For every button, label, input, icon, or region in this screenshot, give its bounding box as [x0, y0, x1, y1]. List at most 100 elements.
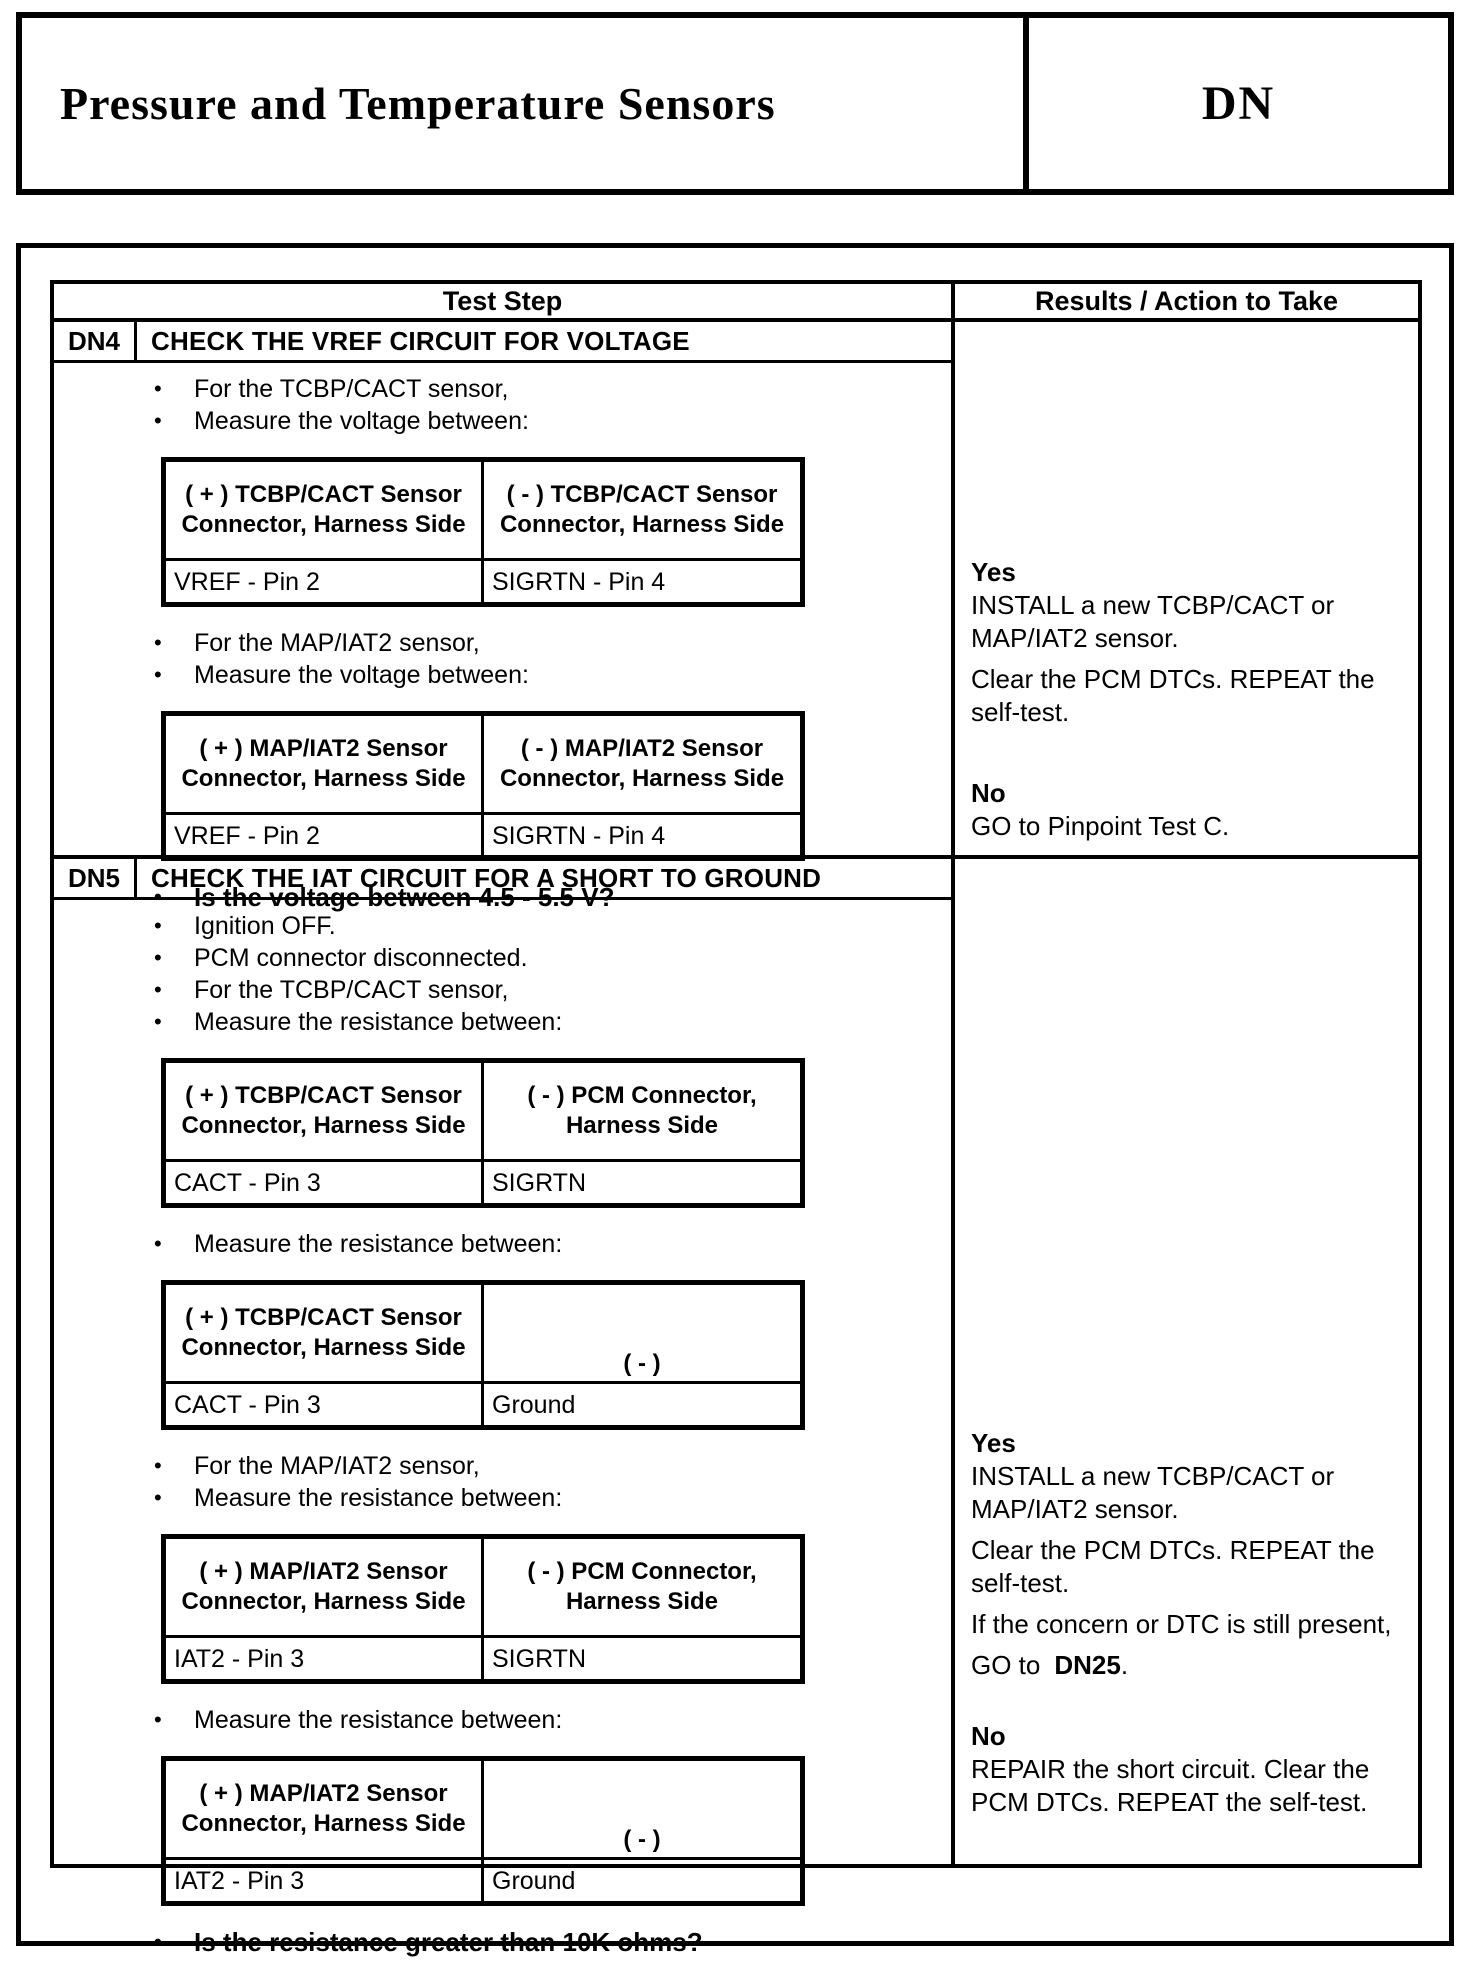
step-id-dn4: DN4 [54, 322, 137, 360]
measure-header-row: ( + ) MAP/IAT2 Sensor Connector, Harness… [166, 1539, 800, 1638]
measure-value-positive: VREF - Pin 2 [166, 815, 484, 856]
measure-value-negative: SIGRTN - Pin 4 [492, 567, 666, 596]
measure-table-dn5-2: ( + ) TCBP/CACT Sensor Connector, Harnes… [161, 1280, 805, 1430]
bullet-icon: • [154, 884, 162, 909]
measure-header-positive: ( + ) MAP/IAT2 Sensor Connector, Harness… [166, 716, 484, 812]
results-content-dn5: Yes INSTALL a new TCBP/CACT or MAP/IAT2 … [955, 859, 1418, 1819]
measure-value-negative: Ground [492, 1390, 576, 1419]
bullet-item: • Measure the resistance between: [154, 1482, 951, 1514]
bullet-text: Measure the resistance between: [194, 1008, 563, 1036]
results-cell-dn5: Yes INSTALL a new TCBP/CACT or MAP/IAT2 … [955, 859, 1418, 1864]
no-label: No [971, 778, 1006, 808]
measure-value-positive: IAT2 - Pin 3 [166, 1860, 484, 1901]
measure-header-negative: ( - ) TCBP/CACT Sensor Connector, Harnes… [499, 481, 785, 538]
bullet-icon: • [154, 376, 162, 401]
no-action: REPAIR the short circuit. Clear the PCM … [971, 1754, 1370, 1817]
bullet-text: Measure the resistance between: [194, 1230, 563, 1258]
no-label: No [971, 1721, 1006, 1751]
measure-header-negative: ( - ) PCM Connector, Harness Side [527, 1082, 757, 1139]
measure-value-row: IAT2 - Pin 3 Ground [166, 1860, 800, 1901]
measure-table-dn5-1: ( + ) TCBP/CACT Sensor Connector, Harnes… [161, 1058, 805, 1208]
measure-value-positive: CACT - Pin 3 [166, 1384, 484, 1425]
measure-value-negative: SIGRTN [492, 1168, 586, 1197]
yes-action: Clear the PCM DTCs. REPEAT the self-test… [971, 664, 1375, 727]
yes-action: INSTALL a new TCBP/CACT or MAP/IAT2 sens… [971, 590, 1335, 653]
step-row-dn5: DN5 CHECK THE IAT CIRCUIT FOR A SHORT TO… [54, 859, 1418, 1957]
bullet-item: • Measure the voltage between: [154, 659, 951, 691]
bullet-icon: • [154, 913, 162, 938]
measure-value-positive: VREF - Pin 2 [166, 561, 484, 602]
bullet-text: For the MAP/IAT2 sensor, [194, 1452, 480, 1480]
measure-header-row: ( + ) MAP/IAT2 Sensor Connector, Harness… [166, 1761, 800, 1860]
bullet-text: For the MAP/IAT2 sensor, [194, 629, 480, 657]
measure-header-row: ( + ) TCBP/CACT Sensor Connector, Harnes… [166, 1063, 800, 1162]
bullet-icon: • [154, 1485, 162, 1510]
bullet-item: • PCM connector disconnected. [154, 942, 951, 974]
yes-label: Yes [971, 557, 1016, 587]
question-text: Is the resistance greater than 10K ohms? [194, 1927, 703, 1957]
step-question-dn5: • Is the resistance greater than 10K ohm… [154, 1926, 951, 1958]
yes-label: Yes [971, 1428, 1016, 1458]
test-step-cell-dn5: DN5 CHECK THE IAT CIRCUIT FOR A SHORT TO… [54, 859, 955, 1957]
measure-header-row: ( + ) TCBP/CACT Sensor Connector, Harnes… [166, 1285, 800, 1384]
measure-header-negative: ( - ) MAP/IAT2 Sensor Connector, Harness… [499, 735, 785, 792]
test-step-cell-dn4: DN4 CHECK THE VREF CIRCUIT FOR VOLTAGE •… [54, 322, 955, 912]
bullet-text: Measure the resistance between: [194, 1706, 563, 1734]
page-code-cell: DN [1023, 18, 1448, 189]
measure-header-positive: ( + ) MAP/IAT2 Sensor Connector, Harness… [166, 1539, 484, 1635]
measure-value-negative: Ground [492, 1866, 576, 1895]
bullet-item: • For the MAP/IAT2 sensor, [154, 1450, 951, 1482]
step-row-dn4: DN4 CHECK THE VREF CIRCUIT FOR VOLTAGE •… [54, 322, 1418, 912]
yes-action: Clear the PCM DTCs. REPEAT the self-test… [971, 1535, 1375, 1598]
bullet-icon: • [154, 1929, 162, 1954]
step-heading-dn5: DN5 CHECK THE IAT CIRCUIT FOR A SHORT TO… [54, 859, 951, 900]
bullet-text: PCM connector disconnected. [194, 944, 528, 972]
bullet-item: • Measure the resistance between: [154, 1228, 951, 1260]
step-title-dn5: CHECK THE IAT CIRCUIT FOR A SHORT TO GRO… [151, 862, 822, 893]
goto-prefix: GO to [971, 1650, 1041, 1680]
measure-header-row: ( + ) MAP/IAT2 Sensor Connector, Harness… [166, 716, 800, 815]
measure-value-positive: CACT - Pin 3 [166, 1162, 484, 1203]
bullet-item: • For the TCBP/CACT sensor, [154, 974, 951, 1006]
measure-value-positive: IAT2 - Pin 3 [166, 1638, 484, 1679]
bullet-text: Measure the voltage between: [194, 407, 529, 435]
bullet-icon: • [154, 945, 162, 970]
bullet-icon: • [154, 1707, 162, 1732]
bullet-item: • For the MAP/IAT2 sensor, [154, 627, 951, 659]
measure-value-row: VREF - Pin 2 SIGRTN - Pin 4 [166, 815, 800, 856]
goto-suffix: . [1120, 1650, 1129, 1680]
bullet-text: Measure the voltage between: [194, 661, 529, 689]
measure-value-row: CACT - Pin 3 Ground [166, 1384, 800, 1425]
yes-action: INSTALL a new TCBP/CACT or MAP/IAT2 sens… [971, 1461, 1335, 1524]
column-header-results: Results / Action to Take [1034, 285, 1339, 316]
bullet-icon: • [154, 630, 162, 655]
results-cell-dn4: Yes INSTALL a new TCBP/CACT or MAP/IAT2 … [955, 322, 1418, 855]
measure-header-row: ( + ) TCBP/CACT Sensor Connector, Harnes… [166, 462, 800, 561]
bullet-text: Ignition OFF. [194, 912, 336, 940]
page-title: Pressure and Temperature Sensors [60, 78, 776, 129]
measure-header-negative: ( - ) [623, 1350, 661, 1377]
measure-value-row: VREF - Pin 2 SIGRTN - Pin 4 [166, 561, 800, 602]
no-block: No GO to Pinpoint Test C. [971, 777, 1406, 843]
measure-value-negative: SIGRTN - Pin 4 [492, 821, 666, 850]
bullet-icon: • [154, 662, 162, 687]
step-heading-dn4: DN4 CHECK THE VREF CIRCUIT FOR VOLTAGE [54, 322, 951, 363]
content-frame: Test Step Results / Action to Take DN4 C… [16, 243, 1454, 1957]
measure-header-negative: ( - ) PCM Connector, Harness Side [527, 1558, 757, 1615]
step-body-dn5: • Ignition OFF. • PCM connector disconne… [54, 900, 951, 1958]
measure-table-dn5-4: ( + ) MAP/IAT2 Sensor Connector, Harness… [161, 1756, 805, 1906]
no-action: GO to Pinpoint Test C. [971, 811, 1230, 841]
bullet-item: • Measure the voltage between: [154, 405, 951, 437]
step-id-dn5: DN5 [54, 859, 137, 897]
measure-header-positive: ( + ) TCBP/CACT Sensor Connector, Harnes… [166, 462, 484, 558]
measure-table-dn5-3: ( + ) MAP/IAT2 Sensor Connector, Harness… [161, 1534, 805, 1684]
measure-value-row: IAT2 - Pin 3 SIGRTN [166, 1638, 800, 1679]
test-table: Test Step Results / Action to Take DN4 C… [50, 280, 1422, 1957]
page-title-cell: Pressure and Temperature Sensors [22, 18, 1023, 189]
bullet-item: • For the TCBP/CACT sensor, [154, 373, 951, 405]
bullet-icon: • [154, 1009, 162, 1034]
page-code: DN [1201, 77, 1276, 130]
measure-value-negative: SIGRTN [492, 1644, 586, 1673]
